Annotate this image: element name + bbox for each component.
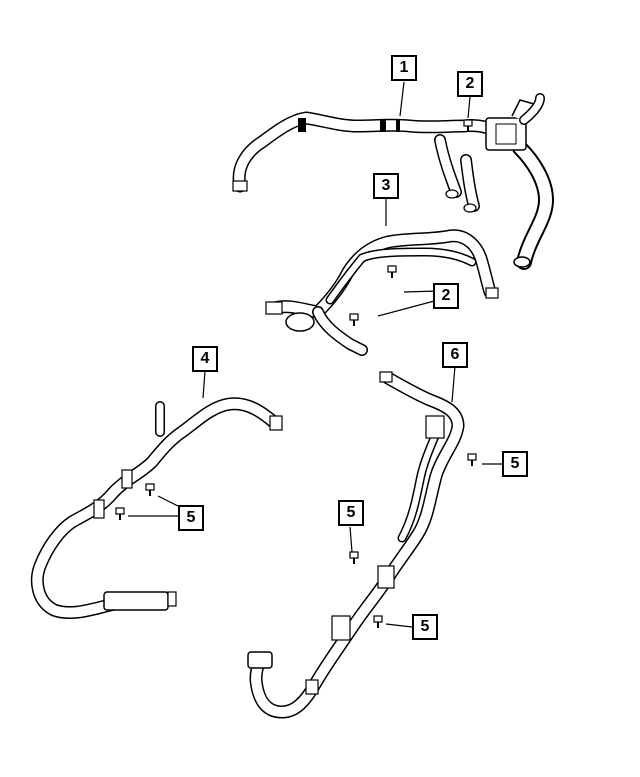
- callout-6: 6: [442, 342, 468, 368]
- hose-1: [232, 93, 555, 270]
- callout-4: 4: [192, 346, 218, 372]
- hose-6: [247, 371, 477, 719]
- hose-3: [265, 229, 499, 356]
- callout-2-middle: 2: [433, 283, 459, 309]
- callout-5-center: 5: [338, 500, 364, 526]
- callout-5-bottom: 5: [412, 614, 438, 640]
- callout-5-left: 5: [178, 505, 204, 531]
- callout-5-right: 5: [502, 451, 528, 477]
- hose-4: [30, 397, 283, 619]
- callout-3: 3: [373, 173, 399, 199]
- callout-2-top: 2: [457, 71, 483, 97]
- callout-1: 1: [391, 55, 417, 81]
- leader-lines: [128, 81, 504, 628]
